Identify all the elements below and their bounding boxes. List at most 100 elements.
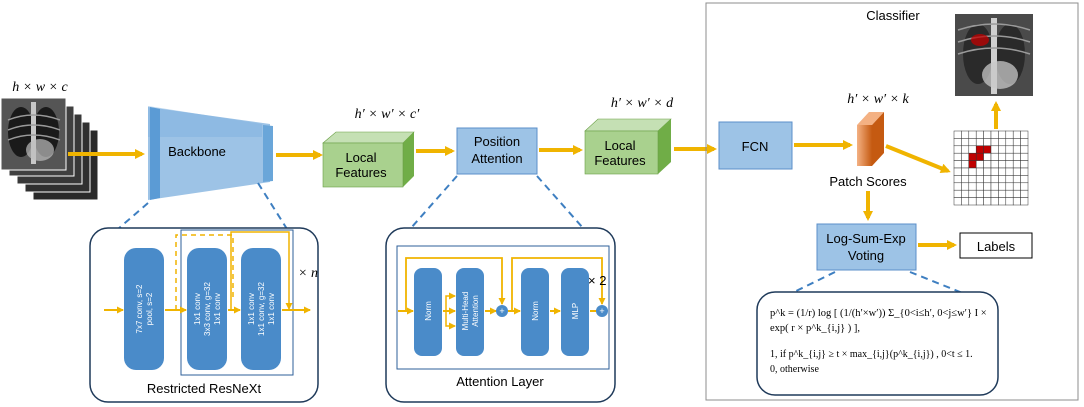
grid-cell: [1005, 138, 1014, 147]
resnext-block-2: [187, 248, 227, 370]
equation-panel: [756, 291, 999, 396]
grid-cell: [1020, 160, 1029, 169]
resnext-b3-l2: 1x1 conv, g=32: [257, 282, 266, 336]
grid-cell: [961, 197, 970, 206]
input-dims: h × w × c: [12, 80, 68, 95]
resnext-repeat: × n: [298, 266, 318, 281]
grid-cell: [998, 152, 1007, 161]
attn-add-2-label: +: [599, 306, 604, 316]
grid-cell: [1020, 182, 1029, 191]
grid-cell: [968, 182, 977, 191]
resnext-b1-l2: pool, s=2: [145, 292, 154, 325]
patch-grid: [953, 130, 1029, 206]
grid-cell: [961, 145, 970, 154]
resnext-skip-solid: [230, 231, 293, 310]
attn-mha-line2: Attention: [471, 295, 480, 327]
attn-mha: [456, 268, 484, 356]
position-attention-box: [456, 127, 538, 175]
attn-add-1-label: +: [499, 306, 504, 316]
grid-cell: [961, 175, 970, 184]
grid-cell: [998, 197, 1007, 206]
resnext-caption: Restricted ResNeXt: [147, 381, 262, 396]
position-attention-line1: Position: [474, 134, 520, 149]
grid-cell: [983, 167, 992, 176]
backbone-block: [148, 106, 273, 200]
grid-cell: [975, 145, 984, 154]
grid-cell: [990, 160, 999, 169]
grid-cell: [961, 182, 970, 191]
equation-case-2: 0, otherwise: [770, 364, 819, 375]
grid-cell: [1012, 189, 1021, 198]
dash-attn-right: [536, 175, 584, 229]
grid-cell: [961, 130, 970, 139]
grid-cell: [1020, 145, 1029, 154]
attn-mha-line1: Multi-Head: [461, 292, 470, 331]
grid-cell: [968, 138, 977, 147]
grid-cell: [1005, 197, 1014, 206]
fcn-box: [718, 121, 793, 170]
resnext-b2-l1: 1x1 conv: [193, 293, 202, 325]
dash-resnext-left: [117, 202, 149, 230]
grid-cell: [1020, 189, 1029, 198]
dash-eq-left: [789, 271, 836, 295]
score-dims: h′ × w′ × k: [847, 92, 909, 107]
grid-cell: [983, 182, 992, 191]
classifier-panel: [705, 2, 1079, 401]
grid-cell: [990, 145, 999, 154]
local-features-1-box: [322, 131, 415, 188]
attn-mlp: [561, 268, 589, 356]
local-features-1-line2: Features: [335, 165, 387, 180]
grid-cell: [1012, 160, 1021, 169]
grid-cell: [998, 130, 1007, 139]
position-attention-line2: Attention: [471, 151, 522, 166]
heatmap-xray: [955, 14, 1033, 96]
grid-cell: [961, 160, 970, 169]
grid-cell: [975, 182, 984, 191]
grid-cell: [1005, 160, 1014, 169]
input-xray-stack: [0, 97, 99, 201]
grid-cell: [1005, 182, 1014, 191]
grid-cell: [998, 189, 1007, 198]
attn-mlp-label: MLP: [571, 303, 580, 319]
classifier-title: Classifier: [866, 8, 920, 23]
fcn-label: FCN: [742, 139, 769, 154]
grid-cell: [953, 197, 962, 206]
grid-cell: [961, 138, 970, 147]
grid-cell: [983, 175, 992, 184]
grid-cell: [998, 167, 1007, 176]
local-features-2-dims: h′ × w′ × d: [611, 96, 674, 111]
grid-cell: [968, 152, 977, 161]
equation-line-1: p^k = (1/r) log [ (1/(h′×w′)) Σ_{0<i≤h′,…: [770, 308, 987, 334]
labels-box: [959, 232, 1033, 259]
local-features-2-line2: Features: [594, 153, 646, 168]
patch-scores-block: [857, 112, 884, 166]
grid-cell: [1012, 175, 1021, 184]
grid-cell: [990, 189, 999, 198]
dash-resnext-right: [257, 182, 288, 230]
backbone-label: Backbone: [168, 144, 226, 159]
dash-attn-left: [410, 175, 458, 229]
grid-cell: [968, 167, 977, 176]
grid-cell: [953, 138, 962, 147]
grid-cell: [990, 130, 999, 139]
grid-cell: [1012, 145, 1021, 154]
grid-cell: [975, 197, 984, 206]
grid-cell: [968, 197, 977, 206]
grid-cell: [983, 138, 992, 147]
grid-cell: [1005, 152, 1014, 161]
attn-residual-2: [511, 257, 606, 311]
arrow-scores-grid: [885, 144, 951, 174]
grid-cell: [1012, 130, 1021, 139]
attn-norm-1: [414, 268, 442, 356]
grid-cell: [1005, 175, 1014, 184]
grid-cell: [998, 182, 1007, 191]
resnext-skip-dashed: [175, 234, 234, 310]
grid-cell: [953, 175, 962, 184]
grid-cell: [1020, 167, 1029, 176]
grid-cell: [975, 167, 984, 176]
resnext-block-1: [124, 248, 164, 370]
grid-cell: [961, 152, 970, 161]
grid-cell: [1012, 197, 1021, 206]
grid-cell: [1005, 130, 1014, 139]
grid-cell: [983, 145, 992, 154]
